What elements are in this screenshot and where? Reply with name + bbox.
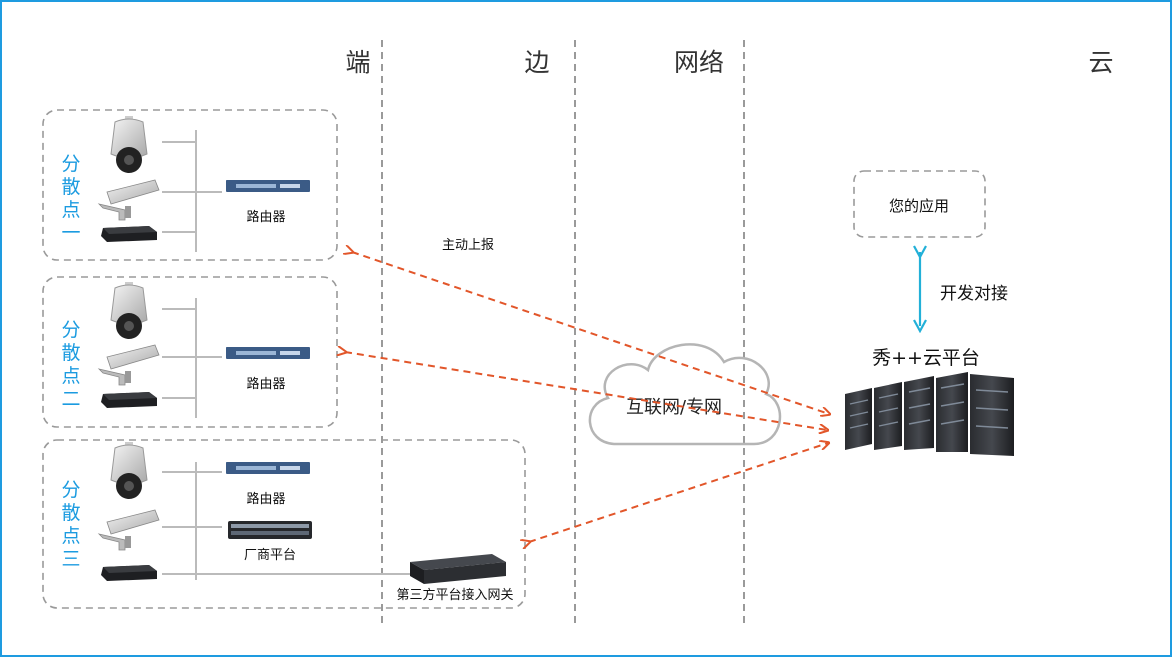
internet-cloud-icon: [588, 343, 782, 446]
nvr-device-icon: [101, 226, 157, 242]
router-icon: [226, 347, 310, 359]
site-2-char-3: 点: [61, 365, 80, 387]
platform-label: 秀++云平台: [872, 347, 980, 369]
site-3-vendor-label: 厂商平台: [244, 548, 296, 563]
site-1-char-1: 分: [61, 153, 80, 175]
site-1-char-3: 点: [61, 199, 80, 221]
data-flow-arrows: [345, 252, 829, 542]
site-2-router-label: 路由器: [246, 376, 285, 392]
bullet-camera-icon: [98, 509, 160, 551]
dome-camera-icon: [110, 115, 148, 174]
dome-camera-icon: [110, 281, 148, 340]
dev-integration-label: 开发对接: [940, 284, 1008, 304]
your-app-label: 您的应用: [889, 197, 949, 215]
vendor-server-icon: [228, 521, 312, 539]
dome-camera-icon: [110, 441, 148, 500]
site-1-box: [42, 109, 338, 261]
site-2-connectors: [162, 298, 222, 418]
your-app-box: [853, 170, 986, 238]
column-title-cloud: 云: [1088, 48, 1113, 77]
active-report-label: 主动上报: [442, 238, 494, 253]
site-3-router-label: 路由器: [246, 491, 285, 507]
arrow-site-3-to-platform: [529, 443, 828, 542]
bullet-camera-icon: [98, 344, 160, 386]
server-rack-icon: [845, 372, 1014, 456]
site-3-char-1: 分: [61, 479, 80, 501]
site-3-char-2: 散: [61, 502, 80, 524]
router-icon: [226, 180, 310, 192]
site-2-char-1: 分: [61, 319, 80, 341]
site-1-router-label: 路由器: [246, 209, 285, 225]
nvr-device-icon: [101, 565, 157, 581]
nvr-device-icon: [101, 392, 157, 408]
gateway-device-icon: [410, 554, 506, 584]
site-2-group: 分 散 点 二 路由器: [42, 276, 338, 428]
internet-label: 互联网/专网: [626, 397, 722, 418]
site-1-connectors: [162, 130, 222, 252]
site-3-gateway-label: 第三方平台接入网关: [396, 587, 513, 603]
site-2-char-2: 散: [61, 342, 80, 364]
site-1-char-4: 一: [61, 222, 80, 244]
column-title-duan: 端: [345, 48, 370, 77]
site-2-char-4: 二: [61, 388, 80, 410]
arrow-site-1-to-platform: [352, 252, 829, 414]
site-3-char-4: 三: [61, 548, 80, 570]
bullet-camera-icon: [98, 179, 160, 221]
arrow-site-2-to-platform: [345, 352, 827, 430]
site-1-group: 分 散 点 一 路由器: [42, 109, 338, 261]
site-3-group: 分 散 点 三 路由器 厂商平台 第三方平台接入网关: [42, 439, 526, 609]
column-title-network: 网络: [674, 48, 724, 77]
router-icon: [226, 462, 310, 474]
site-3-char-3: 点: [61, 525, 80, 547]
site-1-char-2: 散: [61, 176, 80, 198]
column-title-bian: 边: [524, 48, 549, 77]
site-3-connectors: [162, 462, 410, 580]
